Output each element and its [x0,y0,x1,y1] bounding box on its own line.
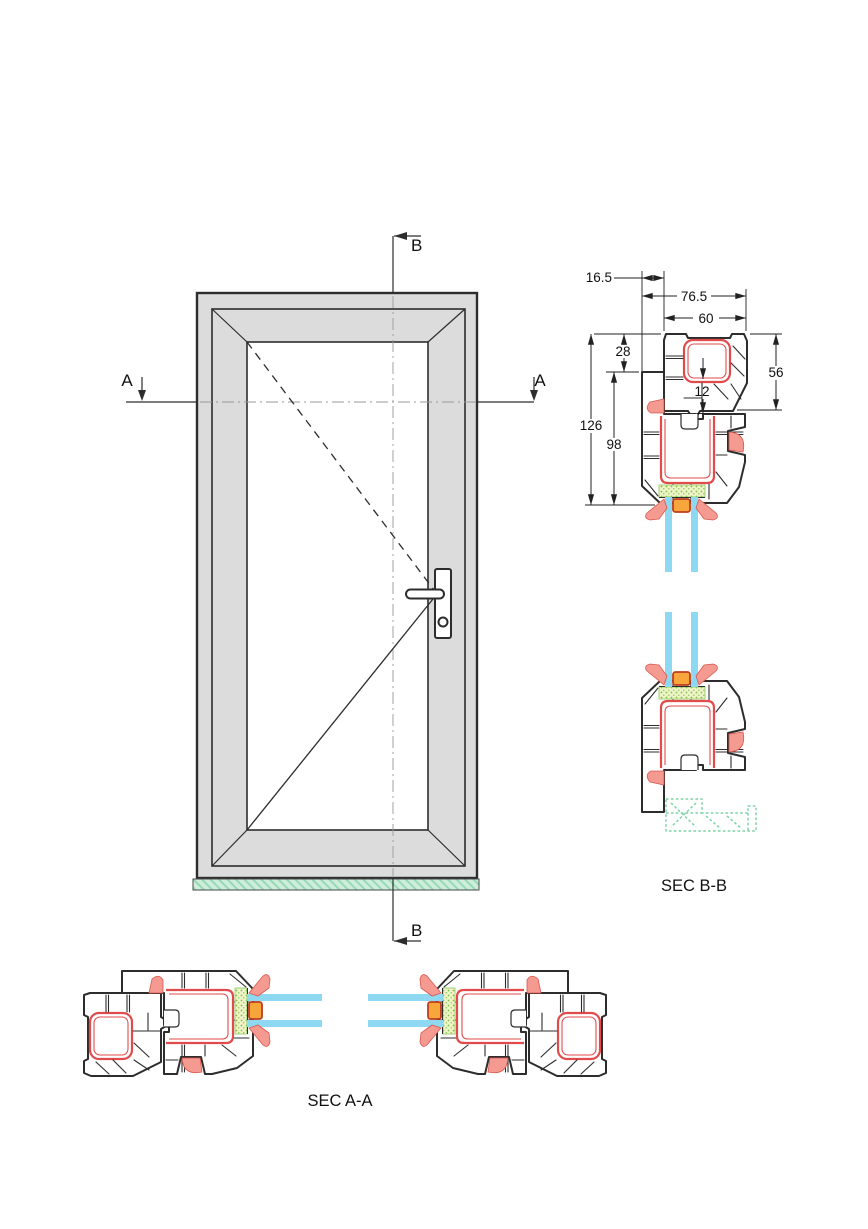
extension-lines-bb [585,271,782,506]
swing-line-dashed [246,341,438,595]
section-marker-a-right: A [478,371,546,403]
dim-text-28: 28 [615,344,630,359]
section-bb-title: SEC B-B [661,877,727,895]
aa-right-assembly-mirrored [368,971,606,1076]
sash-miter-joints [211,308,466,867]
door-sill [192,878,480,891]
section-letter-a-left: A [121,371,133,390]
dim-text-76-5: 76.5 [681,289,707,304]
dim-text-98: 98 [606,437,621,452]
handle-plate [434,568,452,639]
bb-bottom-sash-mirrored [640,610,747,814]
section-letter-b-bottom: B [411,921,422,940]
door-elevation: B B A A [121,232,546,945]
section-arrow-b-top [394,232,407,240]
dim-text-60: 60 [698,311,713,326]
aa-left-assembly [84,971,322,1076]
section-marker-b-top: B [392,232,422,293]
door-handle [405,568,452,639]
bb-threshold-profile [665,798,757,832]
section-letter-a-right: A [534,371,546,390]
dim-text-126: 126 [580,418,603,433]
bb-head-frame [662,332,749,418]
dim-text-16-5: 16.5 [586,270,612,285]
section-arrow-a-left [138,390,146,401]
section-aa-title: SEC A-A [307,1092,372,1110]
door-sash-outline [211,308,466,867]
section-bb: 16.5 76.5 60 28 126 98 56 12 SEC B-B [576,270,789,895]
section-marker-a-left: A [121,371,197,403]
section-arrow-b-bottom [394,937,407,945]
door-glass-panel [246,341,429,831]
handle-keyhole [437,616,449,628]
section-arrow-a-right [530,390,538,401]
swing-line-solid [246,593,438,831]
dim-text-56: 56 [768,365,783,380]
section-aa: SEC A-A [84,971,606,1110]
dim-text-12: 12 [694,384,709,399]
handle-lever [405,588,445,600]
section-marker-b-bottom: B [392,878,422,945]
section-letter-b-top: B [411,236,422,255]
